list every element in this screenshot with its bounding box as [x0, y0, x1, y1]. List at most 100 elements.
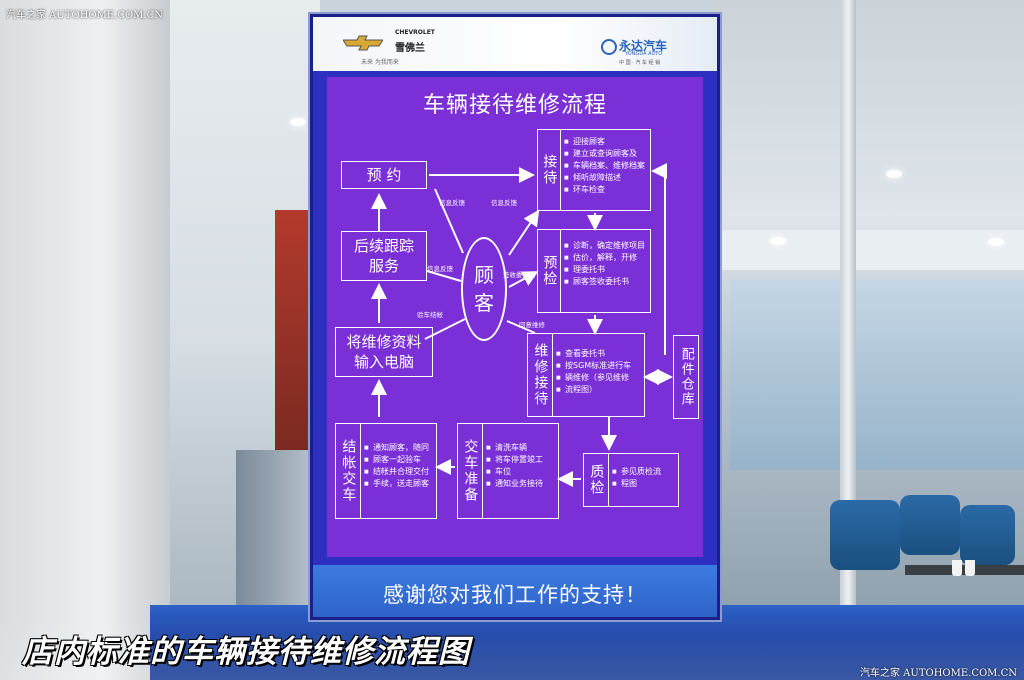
customer-char-2: 客: [474, 291, 494, 315]
checkout-label: 结帐交车: [340, 439, 357, 503]
poster-header: CHEVROLET 雪佛兰 未来 为我而来 永达汽车 YONGDA AUTO 中…: [313, 17, 717, 71]
poster-footer-text: 感谢您对我们工作的支持！: [383, 583, 647, 607]
list-item: 诊断，确定维修项目: [564, 240, 650, 252]
list-item: 理委托书: [564, 264, 650, 276]
list-item: 车位: [486, 466, 558, 478]
list-item: 结帐并合理交付: [364, 466, 436, 478]
flow-arrows: [371, 163, 673, 487]
quality-check-box: 质检 参见质检流 程图: [583, 453, 679, 507]
divider: [608, 454, 609, 506]
checkout-box: 结帐交车 通知顾客，随同 顾客一起验车 结帐并合理交付 手续，送走顾客: [335, 423, 437, 519]
list-item: 将车停置竣工: [486, 454, 558, 466]
divider: [560, 130, 561, 210]
reception-items: 迎接顾客 建立或查询顾客及 车辆档案、维修档案 倾听故障描述 环车检查: [564, 136, 650, 196]
glass-pillar: [840, 0, 856, 620]
followup-box: 后续跟踪 服务: [341, 231, 427, 281]
poster-title: 车辆接待维修流程: [422, 93, 607, 118]
ceiling-band: [715, 230, 1024, 270]
divider: [360, 424, 361, 518]
list-item: 迎接顾客: [564, 136, 650, 148]
followup-label-2: 服务: [368, 257, 399, 275]
frame-highlight: [0, 615, 1024, 680]
appointment-label: 预 约: [366, 166, 402, 184]
arrow-label-agree: 同意维修: [519, 321, 545, 329]
precheck-items: 诊断，确定维修项目 估价，解释，开修 理委托书 顾客签收委托书: [564, 240, 650, 288]
list-item: 清洗车辆: [486, 442, 558, 454]
quality-check-label: 质检: [588, 464, 605, 496]
arrow-label-inspect: 验车结帐: [417, 311, 443, 319]
appointment-box: 预 约: [341, 161, 427, 189]
chair: [900, 495, 960, 555]
delivery-prep-box: 交车准备 清洗车辆 将车停置竣工 车位 通知业务接待: [457, 423, 559, 519]
reception-label: 接待: [541, 154, 558, 186]
delivery-prep-label: 交车准备: [462, 439, 479, 503]
brand-right-cn: 永达汽车: [619, 39, 668, 53]
list-item: 参见质检流: [612, 466, 678, 478]
arrow-label-info: 信息反馈: [491, 199, 517, 207]
watermark-bottom-right: 汽车之家 AUTOHOME.COM.CN: [860, 668, 1018, 679]
list-item: 通知顾客，随同: [364, 442, 436, 454]
data-entry-box: 将维修资料 输入电脑: [335, 327, 433, 377]
qc-items: 参见质检流 程图: [612, 466, 678, 490]
brand-left-sub: 未来 为我而来: [361, 59, 399, 66]
ceiling-light: [770, 237, 786, 245]
divider: [482, 424, 483, 518]
customer-char-1: 顾: [474, 263, 494, 287]
left-wall: [0, 0, 170, 680]
cup: [965, 560, 975, 576]
list-item: 查看委托书: [556, 348, 644, 360]
delivery-prep-items: 清洗车辆 将车停置竣工 车位 通知业务接待: [486, 442, 558, 490]
checkout-items: 通知顾客，随同 顾客一起验车 结帐并合理交付 手续，送走顾客: [364, 442, 436, 490]
brand-right-sub: 中 国 · 汽 车 经 销: [619, 60, 661, 66]
repair-reception-box: 维修接待 查看委托书 按SGM标准进行车 辆维修（参见维修 流程图）: [527, 333, 645, 417]
precheck-label: 预检: [541, 255, 558, 287]
list-item: 手续，送走顾客: [364, 478, 436, 490]
list-item: 流程图）: [556, 384, 644, 396]
chair: [830, 500, 900, 570]
watermark-top-left: 汽车之家 AUTOHOME.COM.CN: [6, 10, 164, 21]
list-item: 顾客签收委托书: [564, 276, 650, 288]
followup-label-1: 后续跟踪: [353, 237, 414, 255]
workshop-view: [730, 280, 1024, 470]
red-sign: [275, 210, 311, 450]
list-item: 程图: [612, 478, 678, 490]
data-entry-label-2: 输入电脑: [353, 353, 414, 371]
ceiling-light: [290, 118, 306, 126]
list-item: 按SGM标准进行车: [556, 360, 644, 372]
table: [905, 565, 1024, 575]
list-item: 车辆档案、维修档案: [564, 160, 650, 172]
arrow-label-info: 信息反馈: [439, 199, 465, 207]
list-item: 建立或查询顾客及: [564, 148, 650, 160]
precheck-box: 预检 诊断，确定维修项目 估价，解释，开修 理委托书 顾客签收委托书: [537, 229, 651, 313]
arrow-label-sign: 签收委托书: [503, 271, 536, 279]
divider: [552, 334, 553, 416]
brand-left-cn: 雪佛兰: [395, 43, 425, 54]
repair-items: 查看委托书 按SGM标准进行车 辆维修（参见维修 流程图）: [556, 348, 644, 396]
list-item: 辆维修（参见维修: [556, 372, 644, 384]
yongda-logo-icon: [601, 39, 617, 55]
reception-box: 接待 迎接顾客 建立或查询顾客及 车辆档案、维修档案 倾听故障描述 环车检查: [537, 129, 651, 211]
data-entry-label-1: 将维修资料: [346, 333, 422, 351]
customer-oval: 顾 客: [461, 237, 507, 341]
list-item: 环车检查: [564, 184, 650, 196]
list-item: 顾客一起验车: [364, 454, 436, 466]
brand-right-en: YONGDA AUTO: [625, 51, 663, 57]
process-poster: CHEVROLET 雪佛兰 未来 为我而来 永达汽车 YONGDA AUTO 中…: [310, 14, 720, 620]
chevrolet-bowtie-logo: [343, 35, 383, 51]
list-item: 估价，解释，开修: [564, 252, 650, 264]
cup: [952, 560, 962, 576]
cabinet: [236, 450, 312, 610]
brand-left-en: CHEVROLET: [395, 29, 435, 36]
divider: [560, 230, 561, 312]
parts-warehouse-box: 配件仓库: [673, 335, 699, 419]
poster-footer-band: [313, 565, 717, 617]
photo-caption: 店内标准的车辆接待维修流程图: [22, 634, 470, 670]
chair: [960, 505, 1015, 565]
parts-warehouse-label: 配件仓库: [678, 347, 694, 407]
arrow-label-info: 信息反馈: [427, 265, 453, 273]
list-item: 通知业务接待: [486, 478, 558, 490]
list-item: 倾听故障描述: [564, 172, 650, 184]
ceiling-light: [988, 238, 1004, 246]
ceiling-light: [886, 170, 902, 178]
